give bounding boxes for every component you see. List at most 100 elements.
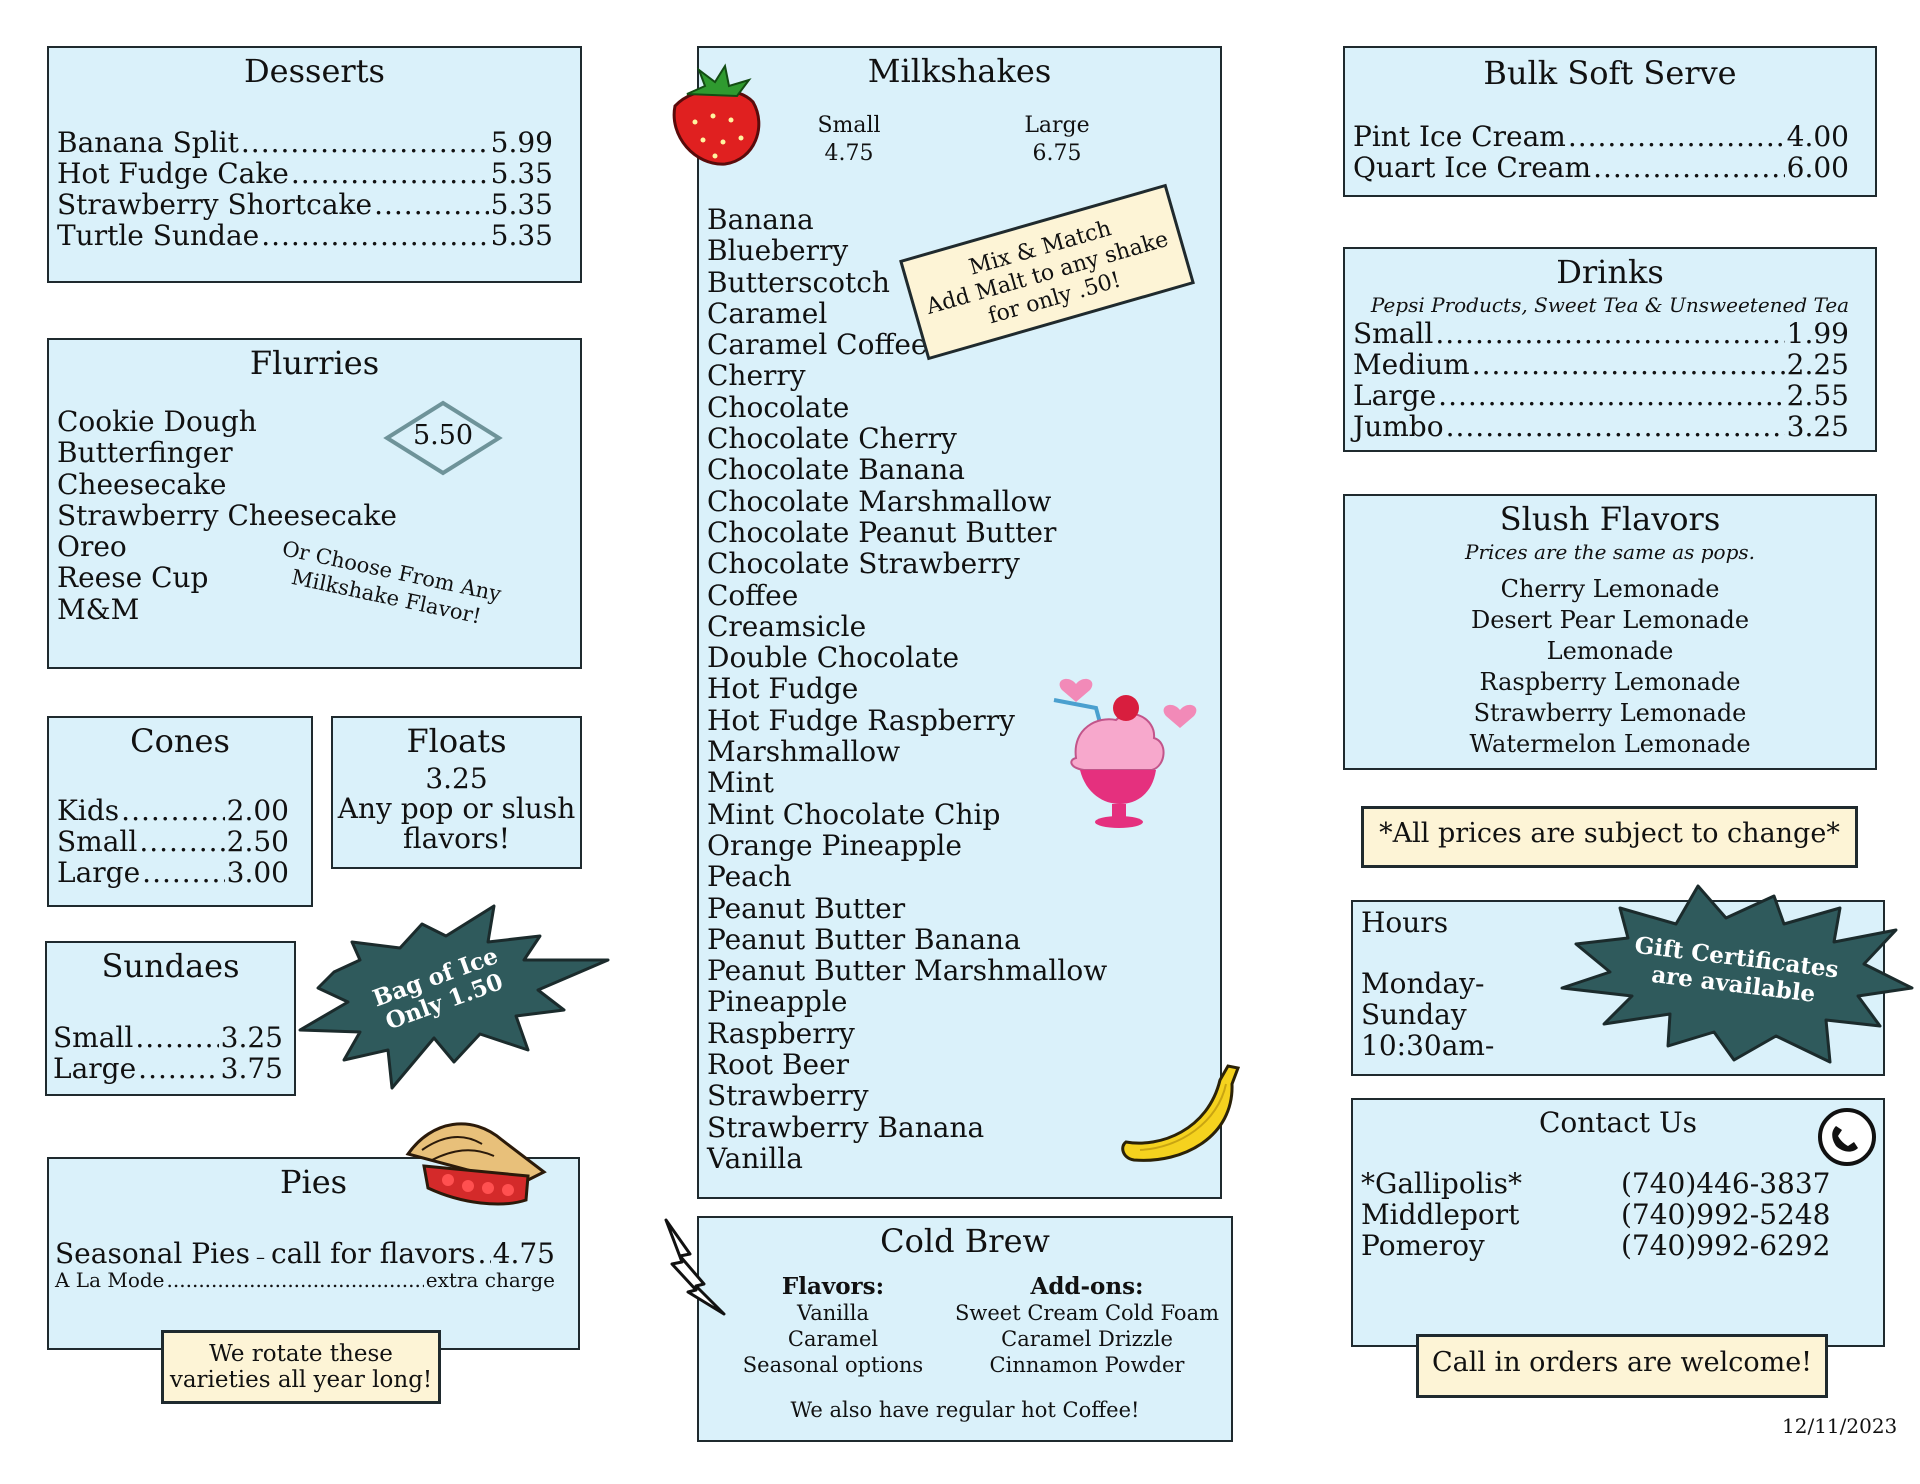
list-item: Raspberry Lemonade [1479,668,1741,696]
menu-item: Pint Ice Cream4.00 [1353,122,1849,152]
banana-icon [1121,1064,1240,1162]
sundaes-section: Sundaes Small3.25 Large3.75 [45,941,296,1096]
list-item: M&M [57,592,140,626]
flurries-list: Cookie Dough Butterfinger Cheesecake Str… [57,406,397,625]
list-item: Chocolate Peanut Butter [707,515,1057,549]
hours-text: Monday- Sunday 10:30am- [1361,967,1495,1062]
item-name: Turtle Sundae [57,219,260,252]
menu-item: Strawberry Shortcake 5.35 [57,190,553,220]
list-item: Butterfinger [57,436,233,470]
drinks-section: Drinks Pepsi Products, Sweet Tea & Unswe… [1343,247,1877,452]
list-item: Peanut Butter [707,891,906,925]
cold-brew-title: Cold Brew [880,1222,1050,1260]
print-date: 12/11/2023 [1782,1414,1898,1438]
cold-brew-addons: Add-ons: Sweet Cream Cold Foam Caramel D… [954,1273,1220,1378]
hours-title: Hours [1361,906,1449,939]
menu-item: Large2.55 [1353,381,1849,411]
list-item: Watermelon Lemonade [1469,730,1751,758]
size-small: Small 4.75 [817,113,881,166]
size-large: Large 6.75 [1024,113,1090,166]
list-item: Butterscotch [707,265,890,299]
desserts-section: Desserts Banana Split5.99 Hot Fudge Cake… [47,46,582,283]
diamond-icon [383,400,503,476]
menu-item: Medium2.25 [1353,350,1849,380]
pies-rotation-note: We rotate these varieties all year long! [161,1330,441,1404]
list-item: Creamsicle [707,609,867,643]
cones-section: Cones Kids2.00 Small2.50 Large3.00 [47,716,313,907]
menu-item: Small2.50 [57,827,289,857]
phone-number: (740)446-3837 [1621,1167,1831,1200]
slush-subtitle: Prices are the same as pops. [1464,540,1756,564]
list-item: Peanut Butter Banana [707,922,1021,956]
menu-item: Large3.75 [53,1054,283,1084]
menu-item: A La Mode extra charge [55,1269,555,1291]
milkshakes-title: Milkshakes [867,52,1052,90]
list-item: Marshmallow [707,735,901,769]
list-item: Double Chocolate [707,641,960,675]
menu-item: Banana Split 5.99 [57,128,553,158]
item-name: Hot Fudge Cake [57,157,289,190]
list-item: Desert Pear Lemonade [1470,606,1750,634]
cold-brew-footer: We also have regular hot Coffee! [790,1398,1140,1422]
list-item: Coffee [707,578,799,612]
list-item: Mint Chocolate Chip [707,797,1001,831]
list-item: Orange Pineapple [707,828,962,862]
list-item: Caramel [707,296,828,330]
list-item: Caramel Coffee [707,328,928,362]
drinks-subtitle: Pepsi Products, Sweet Tea & Unsweetened … [1370,293,1850,317]
item-price: 5.99 [490,126,553,159]
bulk-title: Bulk Soft Serve [1483,54,1737,92]
item-name: Strawberry Shortcake [57,188,373,221]
menu-item: Large3.00 [57,858,289,888]
strawberry-icon [672,63,761,166]
list-item: Chocolate Cherry [707,422,957,456]
list-item: Peach [707,860,792,894]
menu-item: Turtle Sundae5.35 [57,221,553,251]
list-item: Peanut Butter Marshmallow [707,954,1108,988]
list-item: Cherry Lemonade [1500,575,1720,603]
list-item: Raspberry [707,1016,855,1050]
list-item: Chocolate Banana [707,453,965,487]
drinks-title: Drinks [1556,253,1664,291]
flurries-price: 5.50 [412,420,474,451]
list-item: Strawberry Banana [707,1110,985,1144]
item-price: 5.35 [490,157,553,190]
contact-section: Contact Us *Gallipolis*(740)446-3837 Mid… [1351,1098,1885,1347]
item-name: Banana Split [57,126,239,159]
cold-brew-section: Cold Brew Flavors: Vanilla Caramel Seaso… [697,1216,1233,1442]
location-name: *Gallipolis* [1361,1167,1522,1200]
location-name: Pomeroy [1361,1229,1485,1262]
phone-number: (740)992-6292 [1621,1229,1831,1262]
list-item: Hot Fudge [707,672,859,706]
price-notice: *All prices are subject to change* [1361,806,1858,868]
list-item: Chocolate Marshmallow [707,484,1052,518]
slush-title: Slush Flavors [1499,500,1721,538]
phone-number: (740)992-5248 [1621,1198,1831,1231]
list-item: Lemonade [1546,637,1674,665]
menu-item: Quart Ice Cream6.00 [1353,153,1849,183]
list-item: Banana [707,203,814,236]
list-item: Vanilla [707,1141,803,1175]
floats-price: 3.25 [425,762,488,795]
menu-item: Hot Fudge Cake 5.35 [57,159,553,189]
bulk-soft-serve-section: Bulk Soft Serve Pint Ice Cream4.00 Quart… [1343,46,1877,197]
item-price: 5.35 [490,188,553,221]
slush-flavor-list: Cherry Lemonade Desert Pear Lemonade Lem… [1345,574,1875,760]
menu-item: Seasonal Pies – call for flavors 4.75 [55,1239,555,1273]
ice-badge-starburst [298,904,610,1090]
list-item: Strawberry Lemonade [1473,699,1747,727]
menu-item: Small3.25 [53,1023,283,1053]
list-item: Pineapple [707,985,848,1019]
menu-item: Kids2.00 [57,796,289,826]
location-name: Middleport [1361,1198,1520,1231]
cold-brew-flavors: Flavors: Vanilla Caramel Seasonal option… [742,1273,924,1378]
menu-item: Jumbo3.25 [1353,412,1849,442]
floats-section: Floats 3.25 Any pop or slush flavors! [331,716,582,869]
list-item: Strawberry [707,1079,869,1113]
menu-item: Small1.99 [1353,319,1849,349]
call-in-note: Call in orders are welcome! [1416,1334,1828,1398]
list-item: Cherry [707,359,806,393]
floats-details: 3.25 Any pop or slush flavors! [333,764,580,854]
list-item: Chocolate Strawberry [707,547,1020,581]
